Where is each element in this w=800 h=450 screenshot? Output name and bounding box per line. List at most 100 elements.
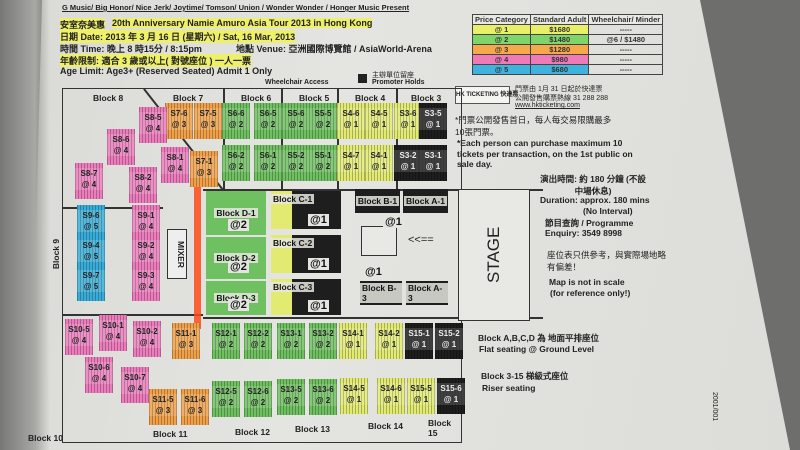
ticketing-url[interactable]: www.hkticketing.com	[515, 102, 580, 109]
wheelchair-minder-price: @6 / $1480	[588, 34, 664, 45]
seat-section[interactable]: S4-7@ 1	[337, 145, 365, 181]
ticketing-line1: 門票由 1月 31 日起於快達票	[515, 86, 603, 93]
seat-section[interactable]: S14-6@ 1	[377, 378, 405, 414]
section-price: @ 3	[181, 405, 209, 416]
seat-section[interactable]: S9-7@ 5	[77, 265, 105, 301]
seat-section[interactable]: S6-2@ 2	[222, 145, 250, 181]
seat-section[interactable]: S12-5@ 2	[212, 381, 240, 417]
seat-section[interactable]: S5-6@ 2	[282, 103, 310, 139]
seat-section[interactable]: S5-1@ 2	[309, 145, 337, 181]
seat-section[interactable]: S5-5@ 2	[309, 103, 337, 139]
floor-block[interactable]: Block C-2	[271, 235, 341, 273]
seat-section[interactable]: S11-5@ 3	[149, 389, 177, 425]
age-limit-zh: 年齡限制: 適合 3 歲或以上( 對號座位 ) 一人一票	[60, 54, 252, 67]
seat-section[interactable]: S12-1@ 2	[212, 323, 240, 359]
seat-section[interactable]: S6-1@ 2	[254, 145, 282, 181]
seat-section[interactable]: S3-6@ 1	[394, 103, 422, 139]
section-price: @ 1	[365, 119, 393, 130]
floor-price-tag: @1	[308, 300, 329, 312]
print-code: 2001/001	[711, 392, 718, 422]
section-price: @ 2	[309, 339, 337, 350]
seat-section[interactable]: S10-5@ 4	[65, 319, 93, 355]
seat-section[interactable]: S7-6@ 3	[165, 103, 193, 139]
seat-section[interactable]: S13-2@ 2	[309, 323, 337, 359]
floor-block[interactable]: Block D-3	[206, 281, 266, 315]
seat-section[interactable]: S4-1@ 1	[365, 145, 393, 181]
seat-section[interactable]: S14-5@ 1	[340, 378, 368, 414]
seat-section[interactable]: S10-7@ 4	[121, 367, 149, 403]
seat-section[interactable]: S8-5@ 4	[139, 107, 167, 143]
section-price: @ 1	[365, 161, 393, 172]
seat-section[interactable]: S15-5@ 1	[407, 378, 435, 414]
event-title: 20th Anniversary Namie Amuro Asia Tour 2…	[112, 18, 373, 28]
seat-section[interactable]: S14-1@ 1	[339, 323, 367, 359]
seat-section[interactable]: S10-2@ 4	[133, 321, 161, 357]
seat-section[interactable]: S3-1@ 1	[419, 145, 447, 181]
limit-note-zh: *門票公開發售首日，每人每交易限購最多10張門票。	[455, 115, 612, 137]
section-price: @ 2	[244, 397, 272, 408]
flat-seating-zh: Block A,B,C,D 為 地面平排座位	[478, 333, 600, 343]
seat-section[interactable]: S15-1@ 1	[405, 323, 433, 359]
seat-section[interactable]: S6-5@ 2	[254, 103, 282, 139]
seat-section[interactable]: S3-5@ 1	[419, 103, 447, 139]
hk-ticketing-logo: HK TICKETING 快達票	[455, 86, 518, 104]
flat-seating: Flat seating @ Ground Level	[479, 344, 595, 354]
floor-block-label: Block D-2	[214, 253, 258, 263]
seat-section[interactable]: S4-5@ 1	[365, 103, 393, 139]
seat-section[interactable]: S12-2@ 2	[244, 323, 272, 359]
event-date: 日期 Date: 2013 年 3 月 16 日 (星期六) / Sat, 16…	[60, 30, 296, 43]
section-price: @ 2	[212, 397, 240, 408]
seat-section[interactable]: S7-1@ 3	[190, 151, 218, 187]
seat-section[interactable]: S11-1@ 3	[172, 323, 200, 359]
event-venue: 地點 Venue: 亞洲國際博覽館 / AsiaWorld-Arena	[236, 44, 432, 54]
header-price-category: Price Category	[472, 14, 531, 25]
seat-section[interactable]: S13-5@ 2	[277, 379, 305, 415]
seat-section[interactable]: S7-5@ 3	[194, 103, 222, 139]
seat-section[interactable]: S12-6@ 2	[244, 381, 272, 417]
seat-section[interactable]: S15-6@ 1	[437, 378, 465, 414]
seat-section[interactable]: S10-1@ 4	[99, 315, 127, 351]
price-row: @ 2$1480@6 / $1480	[472, 34, 664, 45]
duration: Duration: approx. 180 mins	[540, 195, 650, 205]
section-label: S13-6	[309, 384, 337, 395]
price-row: @ 5$680-----	[472, 64, 664, 75]
seat-section[interactable]: S13-1@ 2	[277, 323, 305, 359]
floor-block-label: Block C-1	[271, 194, 315, 204]
divider	[63, 314, 203, 316]
seat-section[interactable]: S4-6@ 1	[337, 103, 365, 139]
seat-section[interactable]: S5-2@ 2	[282, 145, 310, 181]
floor-block[interactable]: Block B-1	[355, 189, 400, 213]
floor-block[interactable]: Block B-3	[360, 281, 402, 305]
section-label: S3-1	[419, 150, 447, 161]
section-price: @ 4	[161, 163, 189, 174]
photo-shadow	[0, 0, 50, 450]
floor-block[interactable]: Block C-3	[271, 279, 341, 315]
section-price: @ 4	[132, 251, 160, 262]
floor-block[interactable]: Block C-1	[271, 191, 341, 229]
riser-seating-zh: Block 3-15 梯級式座位	[481, 371, 569, 381]
seat-section[interactable]: S14-2@ 1	[375, 323, 403, 359]
floor-block[interactable]: Block A-3	[406, 281, 448, 305]
mixer: MIXER	[167, 229, 187, 279]
seat-section[interactable]: S8-2@ 4	[129, 167, 157, 203]
floor-block[interactable]: Block D-2	[206, 237, 266, 279]
section-label: S3-2	[394, 150, 422, 161]
seat-section[interactable]: S8-7@ 4	[75, 163, 103, 199]
seat-section[interactable]: S15-2@ 1	[435, 323, 463, 359]
seat-section[interactable]: S3-2@ 1	[394, 145, 422, 181]
section-price: @ 4	[132, 281, 160, 292]
section-label: S5-5	[309, 108, 337, 119]
center-box	[361, 226, 397, 256]
seat-section[interactable]: S8-6@ 4	[107, 129, 135, 165]
floor-price-tag: @1	[308, 214, 329, 226]
seat-section[interactable]: S8-1@ 4	[161, 147, 189, 183]
seat-section[interactable]: S9-3@ 4	[132, 265, 160, 301]
price-table-header: Price Category Standard Adult Wheelchair…	[472, 14, 664, 25]
floor-block[interactable]: Block A-1	[403, 189, 448, 213]
section-price: @ 4	[129, 183, 157, 194]
seat-section[interactable]: S10-6@ 4	[85, 357, 113, 393]
seat-section[interactable]: S11-6@ 3	[181, 389, 209, 425]
seat-section[interactable]: S6-6@ 2	[222, 103, 250, 139]
seat-section[interactable]: S13-6@ 2	[309, 379, 337, 415]
section-label: S8-1	[161, 152, 189, 163]
